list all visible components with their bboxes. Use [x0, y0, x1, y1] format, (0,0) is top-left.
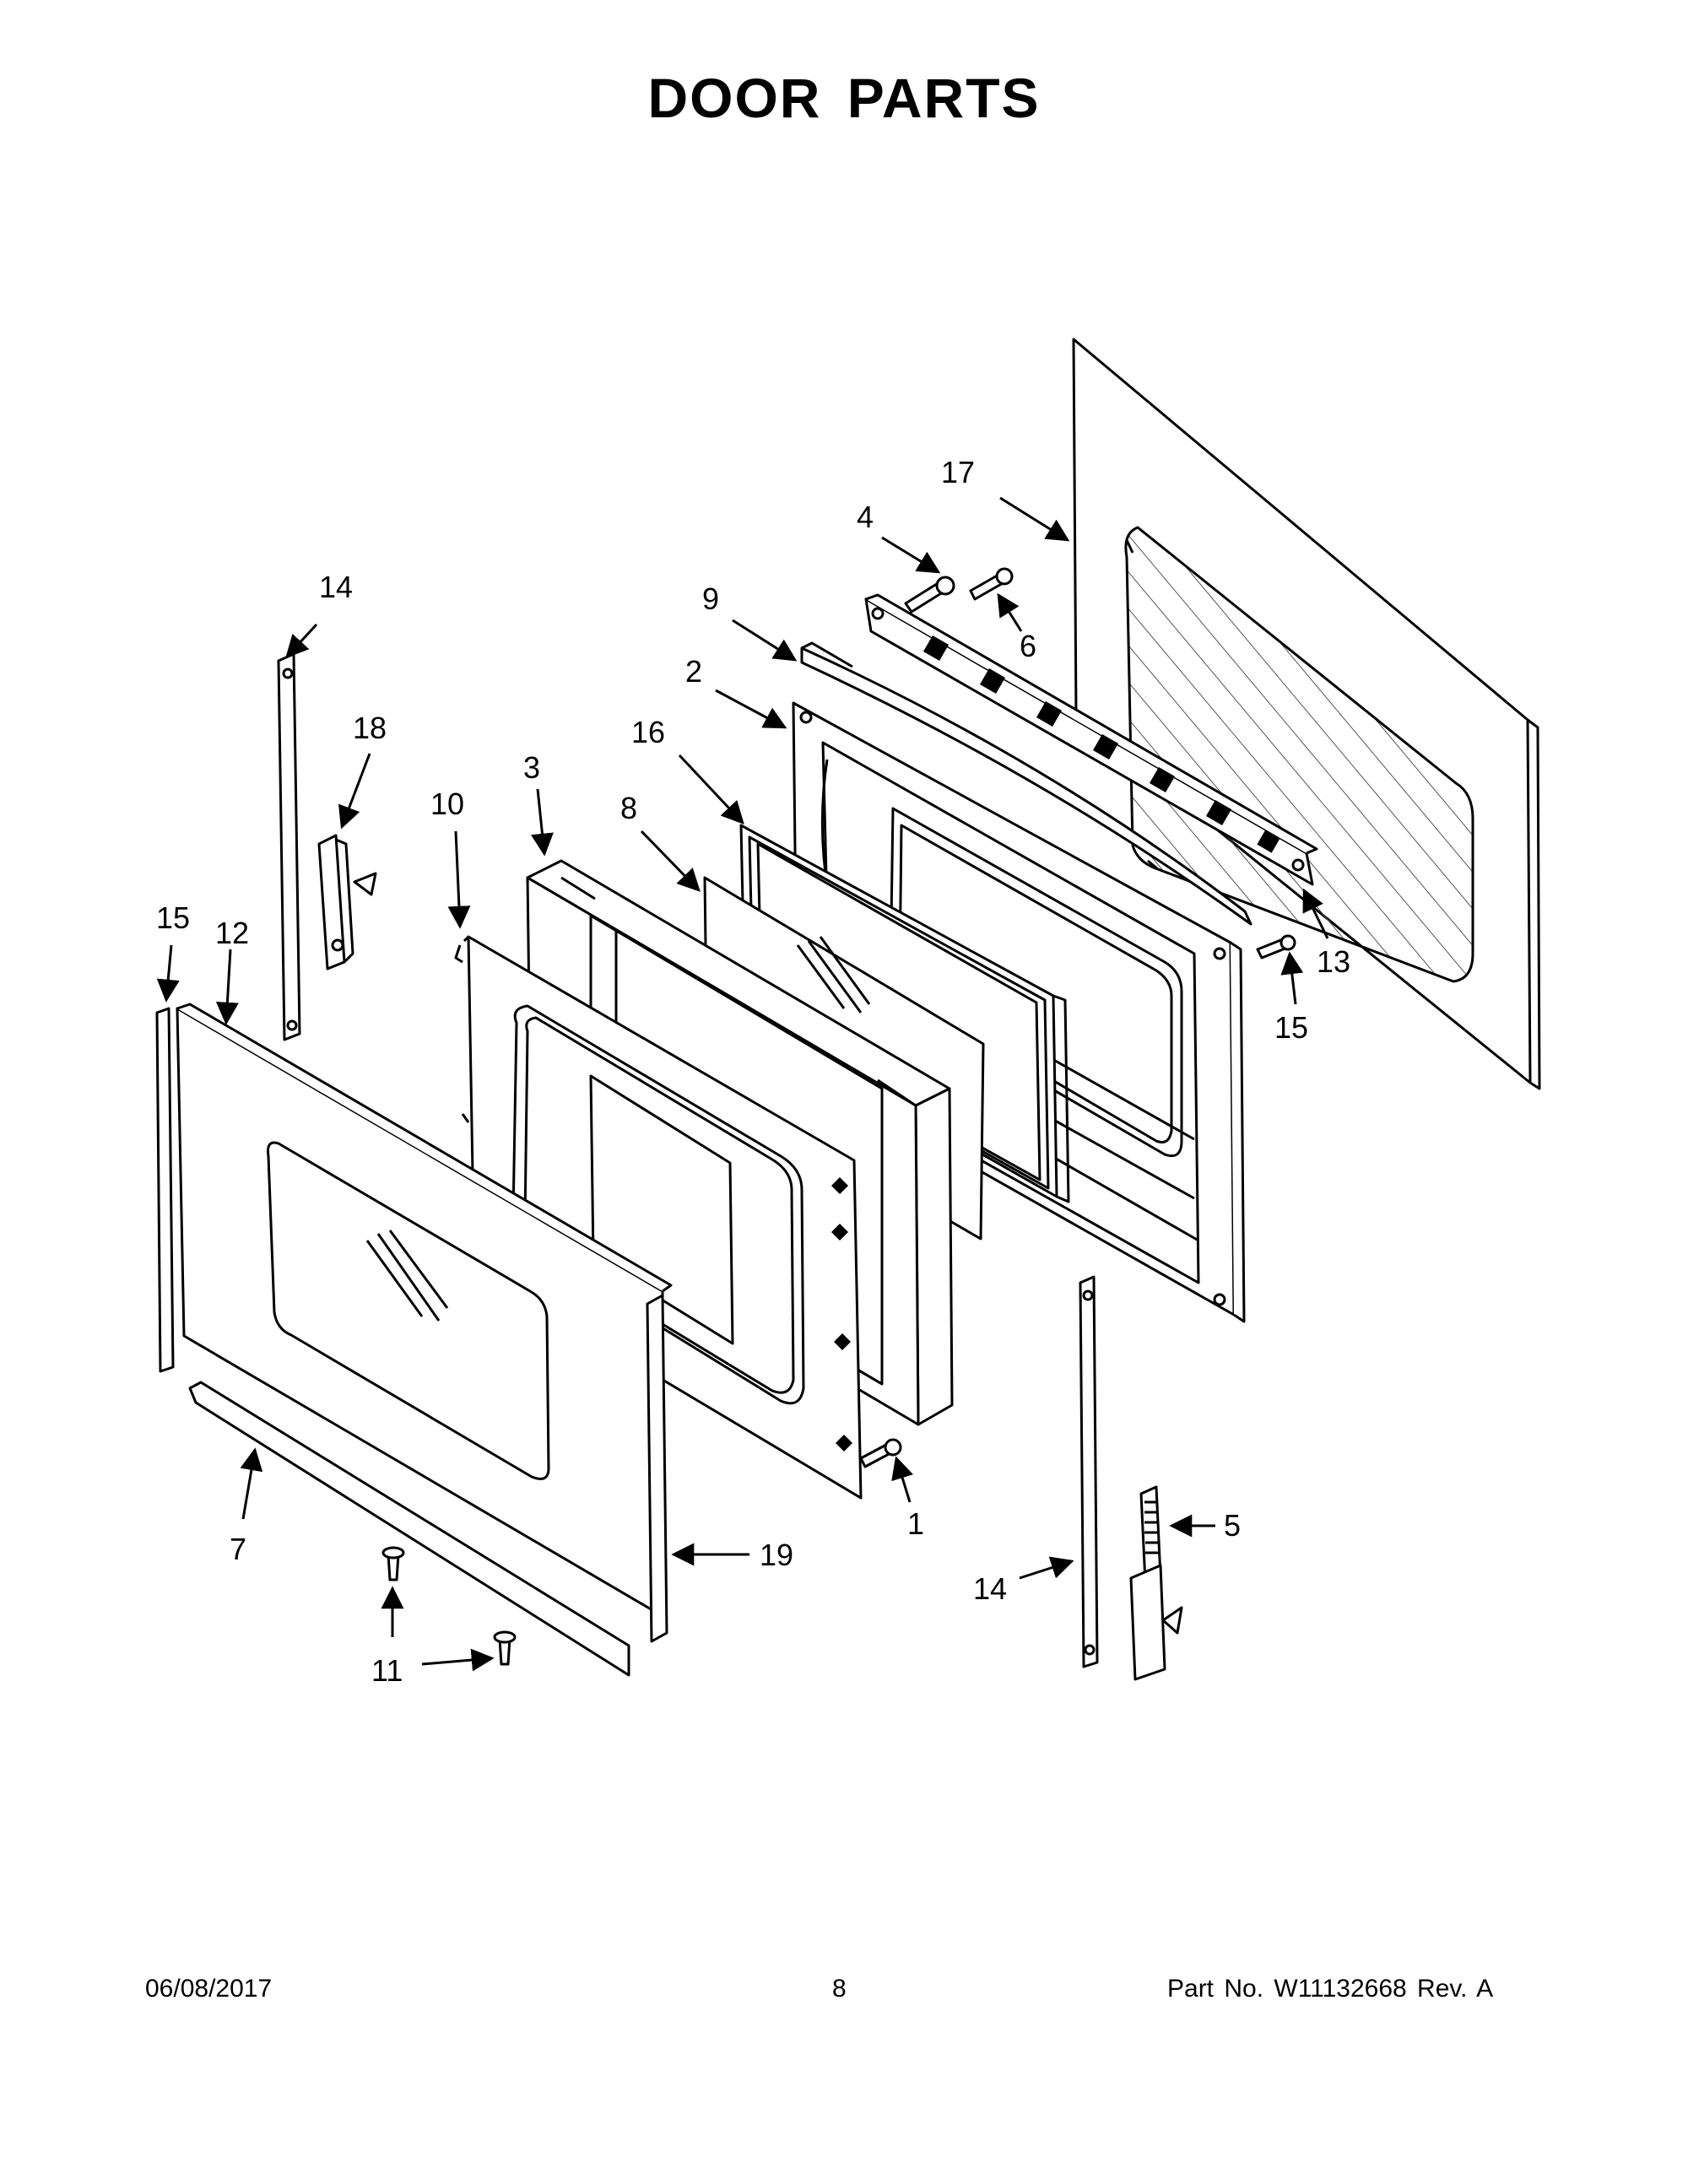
callout-7: 7: [230, 1532, 246, 1566]
callout-17: 17: [941, 455, 975, 489]
footer-date: 06/08/2017: [145, 1975, 273, 2003]
leader-7: [240, 1447, 263, 1520]
screw-4: [904, 576, 955, 614]
callout-6: 6: [1020, 629, 1036, 663]
hinge-channel-right: [1079, 1275, 1099, 1668]
leader-18: [338, 753, 371, 830]
callout-18: 18: [353, 711, 387, 745]
leader-12: [215, 949, 239, 1025]
screw-15-right: [1256, 934, 1296, 960]
screw-11-lower: [493, 1630, 517, 1666]
callout-14-right: 14: [973, 1571, 1007, 1606]
bottom-trim-strip: [188, 1381, 630, 1677]
leader-10: [447, 830, 471, 929]
hinge-latch-left: [317, 834, 377, 970]
callout-15-right: 15: [1274, 1010, 1308, 1045]
leader-17: [999, 496, 1070, 542]
page-title: DOOR PARTS: [647, 67, 1041, 129]
leader-2: [715, 689, 787, 729]
leader-8: [640, 830, 701, 892]
trim-strip: [800, 641, 1252, 926]
vent-bracket: [864, 593, 1318, 886]
callout-8: 8: [620, 791, 637, 825]
callout-4: 4: [857, 500, 874, 534]
footer-page-number: 8: [832, 1975, 847, 2003]
hinge-channel-left: [277, 652, 301, 1041]
callout-10: 10: [430, 787, 464, 821]
callout-11: 11: [371, 1653, 403, 1688]
callout-9: 9: [702, 581, 719, 616]
callout-1: 1: [907, 1506, 924, 1541]
outer-door-panel: [1072, 338, 1541, 1090]
leader-15-left: [156, 944, 180, 1003]
callout-16: 16: [631, 715, 665, 749]
callout-5: 5: [1224, 1508, 1241, 1543]
leader-6: [997, 592, 1023, 632]
leader-13: [1302, 888, 1329, 939]
side-trim-right: [646, 1294, 668, 1643]
callout-15-left: 15: [156, 900, 190, 935]
leader-1: [891, 1456, 914, 1503]
leader-16: [678, 754, 744, 824]
callout-2: 2: [685, 654, 702, 689]
callout-3: 3: [523, 750, 540, 785]
callout-19: 19: [760, 1538, 793, 1572]
side-trim-left: [155, 1007, 175, 1373]
leader-11-lower: [421, 1648, 495, 1672]
leader-3: [531, 788, 554, 857]
callout-12: 12: [215, 916, 249, 950]
leader-9: [732, 619, 798, 662]
leader-15-right: [1280, 951, 1304, 1005]
callout-14-left: 14: [319, 570, 353, 604]
callout-13: 13: [1317, 944, 1350, 979]
hinge-right: [1129, 1485, 1183, 1681]
outer-glass-door: [176, 1003, 673, 1618]
leader-14-left: [285, 623, 318, 658]
leader-4: [881, 536, 941, 574]
screw-11-upper: [381, 1546, 405, 1581]
leader-14-right: [1019, 1556, 1074, 1580]
footer-part-number: Part No. W11132668 Rev. A: [1167, 1975, 1494, 2003]
screw-1: [859, 1438, 902, 1468]
screw-6: [969, 567, 1014, 601]
